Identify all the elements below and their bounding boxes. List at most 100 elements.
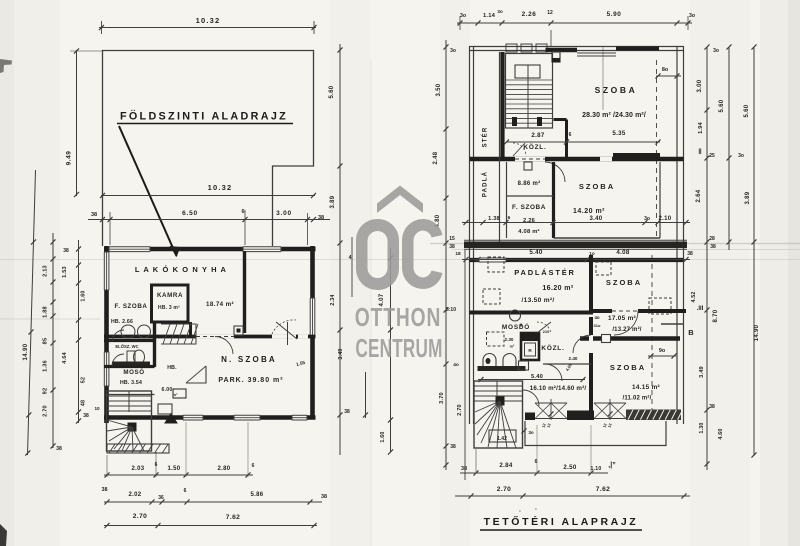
svg-text:6: 6 (252, 463, 255, 469)
svg-text:10: 10 (94, 406, 100, 411)
svg-text:N. SZOBA: N. SZOBA (221, 355, 277, 364)
svg-text:•: • (535, 506, 537, 511)
svg-text:8.86 m²: 8.86 m² (518, 180, 541, 187)
svg-text:B: B (688, 328, 694, 337)
svg-text:18.74 m²: 18.74 m² (206, 301, 234, 308)
svg-text:1.60: 1.60 (81, 290, 87, 301)
svg-text:2.13: 2.13 (43, 265, 49, 277)
svg-text:6: 6 (535, 459, 538, 465)
svg-text:12: 12 (541, 423, 546, 428)
svg-text:.III: .III (697, 306, 704, 312)
svg-text:PARK. 39.80 m²: PARK. 39.80 m² (218, 377, 283, 384)
svg-text:12: 12 (547, 10, 553, 16)
svg-text:2.10: 2.10 (659, 216, 672, 222)
svg-text:4.08 m²: 4.08 m² (518, 228, 539, 235)
svg-text:3o: 3o (450, 48, 456, 54)
svg-text:4.52: 4.52 (691, 291, 697, 302)
svg-text:FÖLDSZINTI ALADRAJZ: FÖLDSZINTI ALADRAJZ (120, 110, 288, 123)
svg-text:3.70: 3.70 (439, 392, 445, 404)
svg-text:48: 48 (81, 400, 87, 406)
svg-text:2.50: 2.50 (563, 464, 577, 471)
svg-text:38: 38 (83, 413, 89, 419)
svg-text:3o: 3o (689, 13, 695, 19)
svg-text:F. SZOBA: F. SZOBA (115, 303, 148, 310)
svg-text:3.49: 3.49 (699, 366, 705, 378)
svg-text:6: 6 (155, 462, 158, 468)
svg-text:18: 18 (455, 251, 461, 257)
svg-text:3.00: 3.00 (276, 210, 292, 217)
svg-text:38: 38 (461, 466, 467, 472)
svg-text:6: 6 (241, 209, 244, 215)
svg-text:2.64: 2.64 (696, 189, 702, 202)
svg-text:38: 38 (709, 404, 715, 410)
svg-text:KÖZL.: KÖZL. (541, 343, 564, 352)
svg-text:R: R (528, 348, 532, 353)
svg-text:15: 15 (449, 236, 455, 242)
svg-text:STÉR: STÉR (481, 127, 489, 148)
svg-text:14.20 m²: 14.20 m² (573, 208, 605, 215)
svg-text:38: 38 (56, 446, 62, 452)
svg-text:5.40: 5.40 (529, 249, 543, 256)
svg-text:2.70: 2.70 (43, 405, 49, 417)
svg-text:10.32: 10.32 (208, 183, 233, 192)
svg-text:3.49: 3.49 (338, 348, 344, 359)
svg-text:2.26: 2.26 (522, 11, 537, 18)
svg-text:9o: 9o (659, 348, 666, 354)
svg-text:3.40: 3.40 (590, 216, 603, 222)
svg-text:/11.02 m²/: /11.02 m²/ (622, 395, 651, 402)
svg-text:7.62: 7.62 (226, 514, 240, 521)
svg-text:5.40: 5.40 (531, 374, 543, 380)
svg-text:•: • (519, 508, 521, 513)
svg-text:6.50: 6.50 (182, 210, 198, 217)
svg-text:14.90: 14.90 (754, 324, 760, 341)
svg-text:m²: m² (173, 392, 179, 397)
svg-text:4: 4 (349, 255, 352, 261)
svg-text:36: 36 (158, 495, 164, 501)
svg-text:1.60: 1.60 (380, 431, 386, 442)
svg-text:SZOBA: SZOBA (595, 85, 638, 95)
svg-text:CENTRUM: CENTRUM (355, 333, 442, 363)
svg-text:3o: 3o (497, 9, 503, 15)
svg-text:9.49: 9.49 (66, 151, 73, 166)
svg-text:6: 6 (184, 488, 187, 494)
svg-text:5.60: 5.60 (719, 99, 725, 112)
svg-text:38: 38 (710, 244, 716, 250)
svg-text:2.48: 2.48 (433, 151, 439, 164)
svg-text:31o: 31o (594, 323, 601, 328)
svg-text:2.70: 2.70 (457, 404, 463, 416)
svg-text:38: 38 (321, 494, 327, 500)
svg-text:5.60: 5.60 (329, 85, 335, 98)
svg-text:28.30 m² /24.30 m²/: 28.30 m² /24.30 m²/ (582, 112, 646, 119)
svg-text:92: 92 (43, 388, 49, 395)
svg-text:1.88: 1.88 (43, 306, 49, 318)
svg-text:ELŐSZ. WC: ELŐSZ. WC (115, 344, 138, 349)
svg-text:38: 38 (687, 251, 693, 257)
svg-text:6.00: 6.00 (162, 387, 173, 393)
svg-text:/13.50 m²/: /13.50 m²/ (521, 297, 554, 304)
svg-text:PADLÁ: PADLÁ (482, 171, 489, 197)
svg-text:4o: 4o (453, 362, 459, 368)
svg-text:14.15 m²: 14.15 m² (632, 384, 660, 391)
svg-text:3o: 3o (460, 13, 466, 19)
svg-text:1.50: 1.50 (168, 466, 181, 472)
svg-text:1.14: 1.14 (483, 13, 496, 19)
svg-text:13: 13 (607, 423, 612, 428)
svg-text:5.90: 5.90 (607, 11, 622, 18)
svg-text:KAMRA: KAMRA (157, 292, 183, 299)
svg-text:85: 85 (43, 338, 49, 345)
svg-text:4.07: 4.07 (379, 293, 385, 306)
svg-text:12: 12 (602, 423, 607, 428)
svg-text:TETŐTÉRI ALAPRAJZ: TETŐTÉRI ALAPRAJZ (484, 515, 639, 528)
svg-text:8.70: 8.70 (713, 309, 719, 322)
svg-text:2.02: 2.02 (129, 492, 142, 498)
svg-text:38: 38 (63, 248, 69, 254)
svg-text:16.20 m²: 16.20 m² (542, 285, 573, 292)
svg-text:16.10 m²/14.60 m²/: 16.10 m²/14.60 m²/ (530, 385, 587, 392)
svg-text:2.87: 2.87 (531, 132, 545, 139)
svg-text:1.30: 1.30 (699, 422, 705, 433)
svg-text:6: 6 (569, 132, 572, 138)
svg-text:HB.: HB. (167, 365, 177, 371)
svg-text:4.80: 4.80 (435, 214, 441, 227)
svg-text:3o: 3o (738, 153, 744, 159)
svg-text:38: 38 (450, 444, 456, 450)
